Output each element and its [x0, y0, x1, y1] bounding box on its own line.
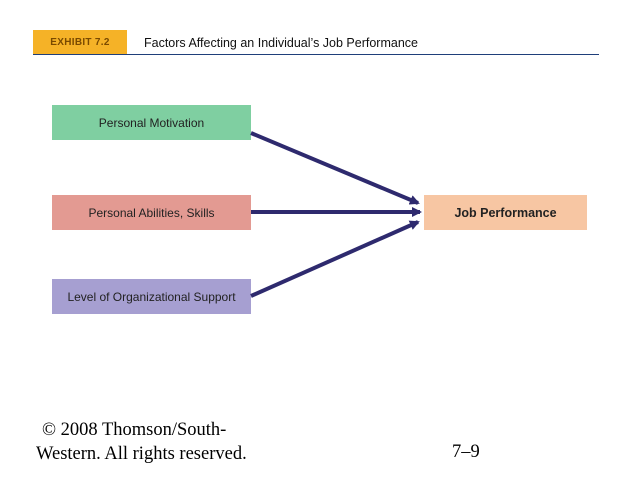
exhibit-title: Factors Affecting an Individual’s Job Pe…: [144, 36, 418, 50]
title-divider: [33, 54, 599, 55]
arrow-motivation-to-performance: [250, 131, 420, 205]
copyright-line-1: © 2008 Thomson/South-: [42, 420, 227, 440]
input-box-personal-abilities: Personal Abilities, Skills: [52, 195, 251, 230]
arrow-support-to-performance: [250, 220, 420, 298]
input-box-organizational-support: Level of Organizational Support: [52, 279, 251, 314]
page-number: 7–9: [452, 442, 480, 462]
copyright-notice: © 2008 Thomson/South- Western. All right…: [36, 418, 247, 466]
outcome-box-job-performance: Job Performance: [424, 195, 587, 230]
copyright-line-2: Western. All rights reserved.: [36, 444, 247, 464]
exhibit-label: EXHIBIT 7.2: [33, 30, 127, 54]
input-box-personal-motivation: Personal Motivation: [52, 105, 251, 140]
